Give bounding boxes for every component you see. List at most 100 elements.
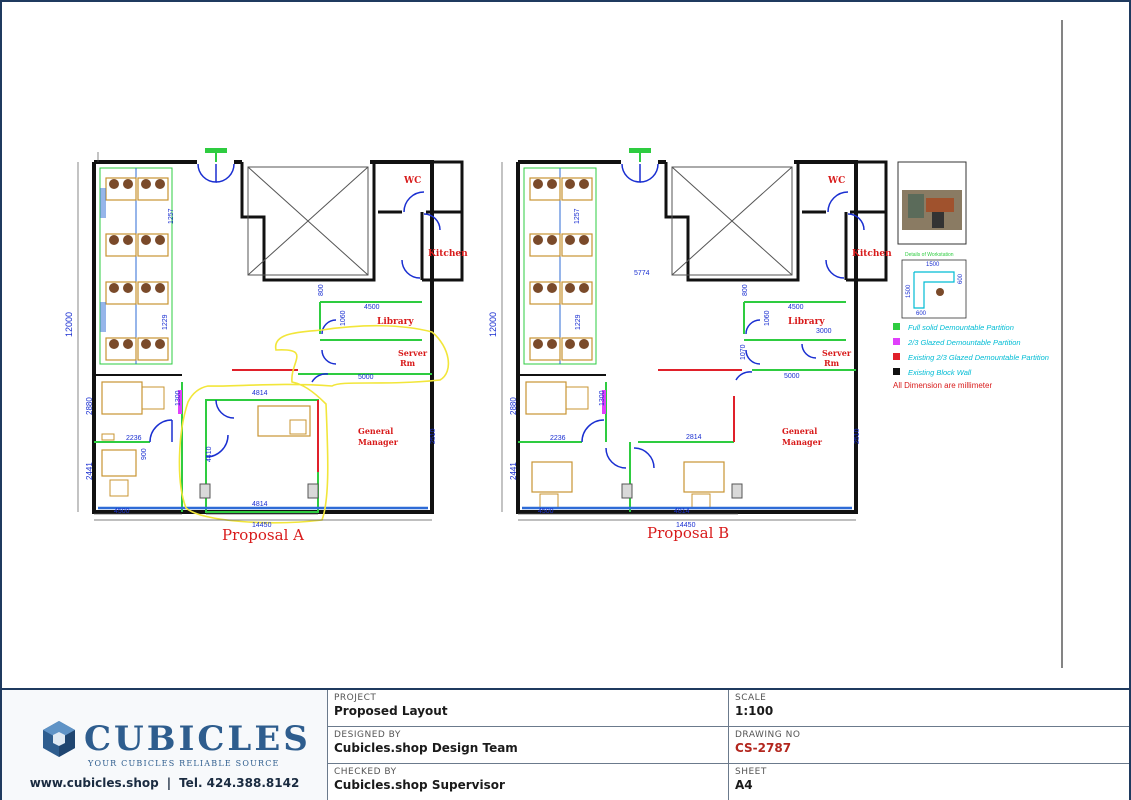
dim-wall-w-b: 5000 — [784, 373, 800, 380]
contact-line: www.cubicles.shop | Tel. 424.388.8142 — [2, 776, 327, 790]
proposal-b-labels: 12000 2880 2441 1257 1229 1300 2236 5774… — [488, 176, 892, 542]
sheet-cell: SHEET A4 — [729, 764, 1129, 800]
drawing-no-cell: DRAWING NO CS-2787 — [729, 727, 1129, 764]
dim-top-col-b: 1257 — [574, 208, 581, 224]
dim-room-h-a: 4410 — [206, 446, 213, 462]
drawing-no-value: CS-2787 — [735, 741, 792, 755]
room-server-b-1: Server — [822, 348, 852, 358]
dim-left-lower1-b: 2880 — [509, 397, 518, 415]
checked-by-value: Cubicles.shop Supervisor — [334, 778, 505, 792]
title-block-project-column: PROJECT Proposed Layout DESIGNED BY Cubi… — [328, 690, 729, 800]
dim-server-w-a: 5000 — [358, 374, 374, 381]
outer-wall — [516, 160, 858, 514]
sheet-label: SHEET — [735, 767, 767, 777]
scale-value: 1:100 — [735, 704, 774, 718]
inset-dim-top: 1500 — [926, 262, 940, 268]
brand-tagline: YOUR CUBICLES RELIABLE SOURCE — [88, 759, 280, 768]
legend-swatch-solid — [893, 323, 900, 330]
room-server-b-2: Rm — [824, 358, 840, 368]
proposal-a-title: Proposal A — [222, 526, 304, 544]
designed-by-value: Cubicles.shop Design Team — [334, 741, 518, 755]
room-wc-b: WC — [827, 176, 845, 186]
dim-bottom-left-b: 4500 — [538, 508, 554, 515]
logo-row: CUBICLES — [42, 720, 311, 758]
dim-left-mid-a: 1300 — [175, 390, 182, 406]
dim-room-w-b: 2814 — [686, 434, 702, 441]
room-gm-b-1: General — [782, 426, 817, 436]
highlight-proposed-area — [178, 324, 450, 524]
title-block: CUBICLES YOUR CUBICLES RELIABLE SOURCE w… — [2, 688, 1129, 800]
scale-cell: SCALE 1:100 — [729, 690, 1129, 727]
dim-bottom-mid-b: 4814 — [674, 508, 690, 515]
contact-separator: | — [166, 776, 172, 790]
entrance-door — [197, 163, 217, 183]
dim-left-lower2-b: 2441 — [509, 462, 518, 480]
inset-dim-right: 600 — [958, 273, 964, 284]
dim-overall-height-a: 12000 — [64, 312, 74, 337]
cube-logo-icon — [43, 721, 75, 757]
dim-overall-height-b: 12000 — [488, 312, 498, 337]
dim-left-lower2-a: 2441 — [85, 462, 94, 480]
dim-office-w-b: 2236 — [550, 435, 566, 442]
room-wc-a: WC — [403, 176, 421, 186]
dim-office-w-a: 2236 — [126, 435, 142, 442]
legend-note: All Dimension are millimeter — [893, 381, 992, 390]
legend-label-solid: Full solid Demountable Partition — [908, 323, 1014, 332]
room-server-a-1: Server — [398, 348, 428, 358]
project-label: PROJECT — [334, 693, 377, 703]
dim-left-lower1-a: 2880 — [85, 397, 94, 415]
dim-gm-h-b: 2510 — [854, 428, 861, 444]
room-gm-b-2: Manager — [782, 437, 823, 447]
drawing-no-label: DRAWING NO — [735, 730, 801, 740]
dim-left-mid-b: 1300 — [599, 390, 606, 406]
room-library-b: Library — [788, 317, 825, 327]
legend-label-glazed: 2/3 Glazed Demountable Partition — [907, 338, 1021, 347]
inset-caption: Details of Workstation — [905, 252, 954, 258]
lift-core-wall — [240, 162, 376, 282]
scale-label: SCALE — [735, 693, 767, 703]
proposal-a-plan — [77, 148, 464, 524]
legend-swatch-existing-glazed — [893, 353, 900, 360]
legend-label-block-wall: Existing Block Wall — [908, 368, 972, 377]
title-block-drawing-column: SCALE 1:100 DRAWING NO CS-2787 SHEET A4 — [729, 690, 1129, 800]
room-server-a-2: Rm — [400, 358, 416, 368]
dim-left-upper-b: 1229 — [575, 314, 582, 330]
dim-server-h-b: 1070 — [740, 344, 747, 360]
drawing-area: 12000 2880 2441 1257 1229 1300 2236 900 … — [2, 2, 1129, 688]
dim-office-h-a: 900 — [141, 448, 148, 460]
project-cell: PROJECT Proposed Layout — [328, 690, 728, 727]
room-kitchen-a: Kitchen — [428, 249, 468, 259]
room-gm-a-2: Manager — [358, 437, 399, 447]
dim-library-h-a: 1060 — [340, 310, 347, 326]
dim-room-w-a: 4814 — [252, 501, 268, 508]
room-kitchen-b: Kitchen — [852, 249, 892, 259]
floor-plan-drawing: 12000 2880 2441 1257 1229 1300 2236 900 … — [64, 20, 1063, 668]
dim-bottom-total-a: 14450 — [252, 522, 272, 529]
dim-library-w-a: 4500 — [364, 304, 380, 311]
legend-label-existing-glazed: Existing 2/3 Glazed Demountable Partitio… — [908, 353, 1049, 362]
phone-number: Tel. 424.388.8142 — [179, 776, 300, 790]
dim-bottom-left-a: 4500 — [114, 508, 130, 515]
website-link[interactable]: www.cubicles.shop — [29, 776, 159, 790]
checked-by-cell: CHECKED BY Cubicles.shop Supervisor — [328, 764, 728, 800]
dim-library-w-b: 4500 — [788, 304, 804, 311]
project-value: Proposed Layout — [334, 704, 448, 718]
checked-by-label: CHECKED BY — [334, 767, 397, 777]
designed-by-cell: DESIGNED BY Cubicles.shop Design Team — [328, 727, 728, 764]
dim-top-col-a: 1257 — [168, 208, 175, 224]
dim-vert-small-b: 800 — [742, 284, 749, 296]
dim-vert-small-a: 800 — [318, 284, 325, 296]
proposal-b-plan — [501, 148, 888, 521]
dim-server-w-b: 3000 — [816, 328, 832, 335]
dim-bottom-total-b: 14450 — [676, 522, 696, 529]
dim-corridor-w-a: 4814 — [252, 390, 268, 397]
legend: Full solid Demountable Partition 2/3 Gla… — [893, 323, 1049, 390]
dim-library-h-b: 1060 — [764, 310, 771, 326]
inset-dim-left: 1500 — [906, 284, 912, 298]
dim-gm-h-a: 2510 — [430, 428, 437, 444]
dim-left-upper-a: 1229 — [162, 314, 169, 330]
room-library-a: Library — [377, 317, 414, 327]
legend-swatch-block-wall — [893, 368, 900, 375]
dim-corridor-b: 5774 — [634, 270, 650, 277]
